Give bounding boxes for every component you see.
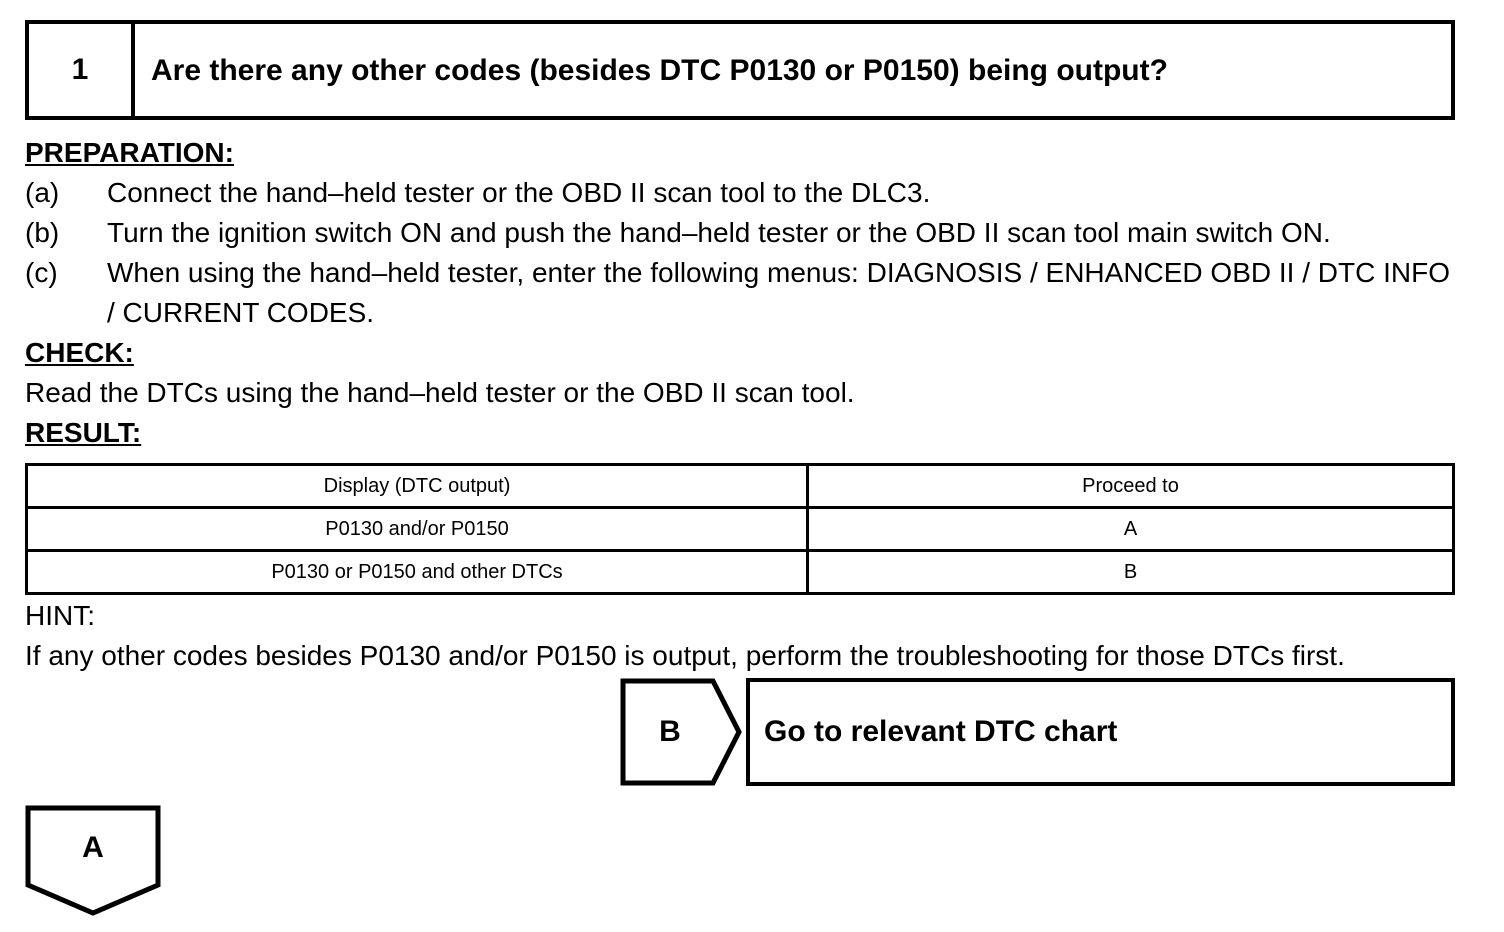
preparation-item-a-marker: (a): [25, 177, 60, 208]
column-header-proceed: Proceed to: [806, 463, 1455, 509]
table-header-row: Display (DTC output) Proceed to: [25, 463, 1455, 509]
table-row: P0130 and/or P0150 A: [25, 506, 1455, 552]
connector-b-label: B: [659, 715, 681, 748]
arrow-down-pentagon-icon: [25, 805, 161, 916]
check-text: Read the DTCs using the hand–held tester…: [25, 377, 855, 408]
result-table: Display (DTC output) Proceed to P0130 an…: [25, 463, 1455, 595]
preparation-item-a: (a) Connect the hand–held tester or the …: [25, 173, 1465, 213]
hint-text: If any other codes besides P0130 and/or …: [25, 640, 1345, 671]
table-row: P0130 or P0150 and other DTCs B: [25, 549, 1455, 595]
preparation-item-b: (b) Turn the ignition switch ON and push…: [25, 213, 1465, 253]
check-heading: CHECK:: [25, 337, 134, 368]
cell-display-2: P0130 or P0150 and other DTCs: [25, 549, 809, 595]
preparation-heading: PREPARATION:: [25, 137, 234, 168]
arrow-right-pentagon-icon: [620, 678, 742, 786]
connector-a: A: [25, 805, 161, 917]
connector-b: B: [620, 678, 742, 786]
step-number-cell: 1: [29, 24, 135, 116]
preparation-item-c-text: When using the hand–held tester, enter t…: [107, 257, 1450, 328]
preparation-item-c: (c) When using the hand–held tester, ent…: [25, 253, 1465, 333]
preparation-item-b-marker: (b): [25, 217, 60, 248]
cell-proceed-2: B: [806, 549, 1455, 595]
connector-a-label: A: [82, 831, 104, 864]
result-heading: RESULT:: [25, 417, 142, 448]
hint-heading: HINT:: [25, 600, 95, 631]
step-question-cell: Are there any other codes (besides DTC P…: [135, 24, 1451, 116]
preparation-item-b-text: Turn the ignition switch ON and push the…: [107, 217, 1331, 248]
preparation-item-a-text: Connect the hand–held tester or the OBD …: [107, 177, 931, 208]
step-question-text: Are there any other codes (besides DTC P…: [151, 53, 1168, 87]
column-header-display: Display (DTC output): [25, 463, 809, 509]
step-header-box: 1 Are there any other codes (besides DTC…: [25, 20, 1455, 120]
cell-display-1: P0130 and/or P0150: [25, 506, 809, 552]
destination-box-b: Go to relevant DTC chart: [746, 678, 1455, 786]
step-number: 1: [71, 53, 89, 86]
destination-text: Go to relevant DTC chart: [764, 715, 1118, 748]
procedure-body: PREPARATION: (a) Connect the hand–held t…: [25, 133, 1465, 453]
hint-section: HINT: If any other codes besides P0130 a…: [25, 596, 1465, 676]
preparation-item-c-marker: (c): [25, 257, 58, 288]
cell-proceed-1: A: [806, 506, 1455, 552]
